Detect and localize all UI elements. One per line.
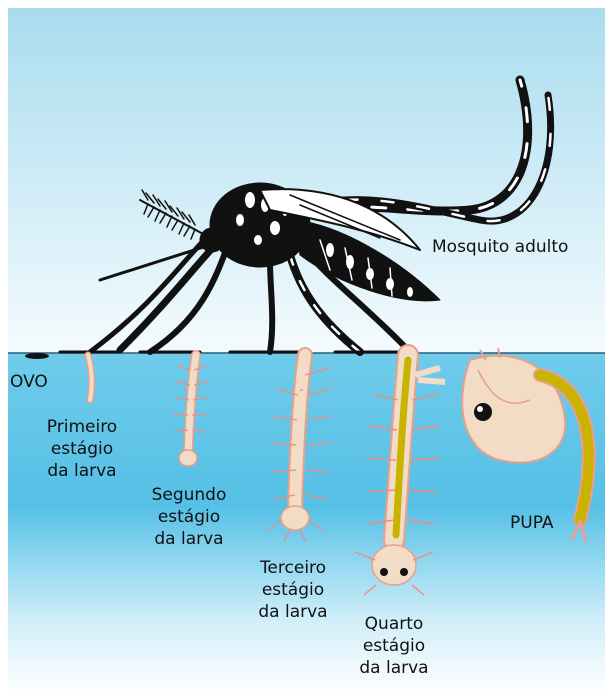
label-line: da larva — [134, 528, 244, 550]
label-line: Primeiro — [30, 416, 134, 438]
label-line: Quarto — [344, 613, 444, 635]
label-first-instar: Primeiro estágio da larva — [30, 416, 134, 482]
label-adult-text: Mosquito adulto — [432, 236, 568, 258]
label-pupa-text: PUPA — [510, 512, 554, 534]
label-line: Terceiro — [238, 557, 348, 579]
label-line: da larva — [238, 601, 348, 623]
label-line: da larva — [30, 460, 134, 482]
label-line: Segundo — [134, 484, 244, 506]
label-egg: OVO — [10, 371, 48, 393]
egg — [25, 353, 49, 359]
label-line: estágio — [344, 635, 444, 657]
label-second-instar: Segundo estágio da larva — [134, 484, 244, 550]
label-line: da larva — [344, 657, 444, 679]
label-fourth-instar: Quarto estágio da larva — [344, 613, 444, 679]
label-third-instar: Terceiro estágio da larva — [238, 557, 348, 623]
label-line: estágio — [134, 506, 244, 528]
label-pupa: PUPA — [510, 512, 554, 534]
label-line: estágio — [238, 579, 348, 601]
larva-first-instar — [88, 355, 92, 400]
label-adult: Mosquito adulto — [432, 236, 568, 258]
label-line: estágio — [30, 438, 134, 460]
label-egg-text: OVO — [10, 371, 48, 393]
